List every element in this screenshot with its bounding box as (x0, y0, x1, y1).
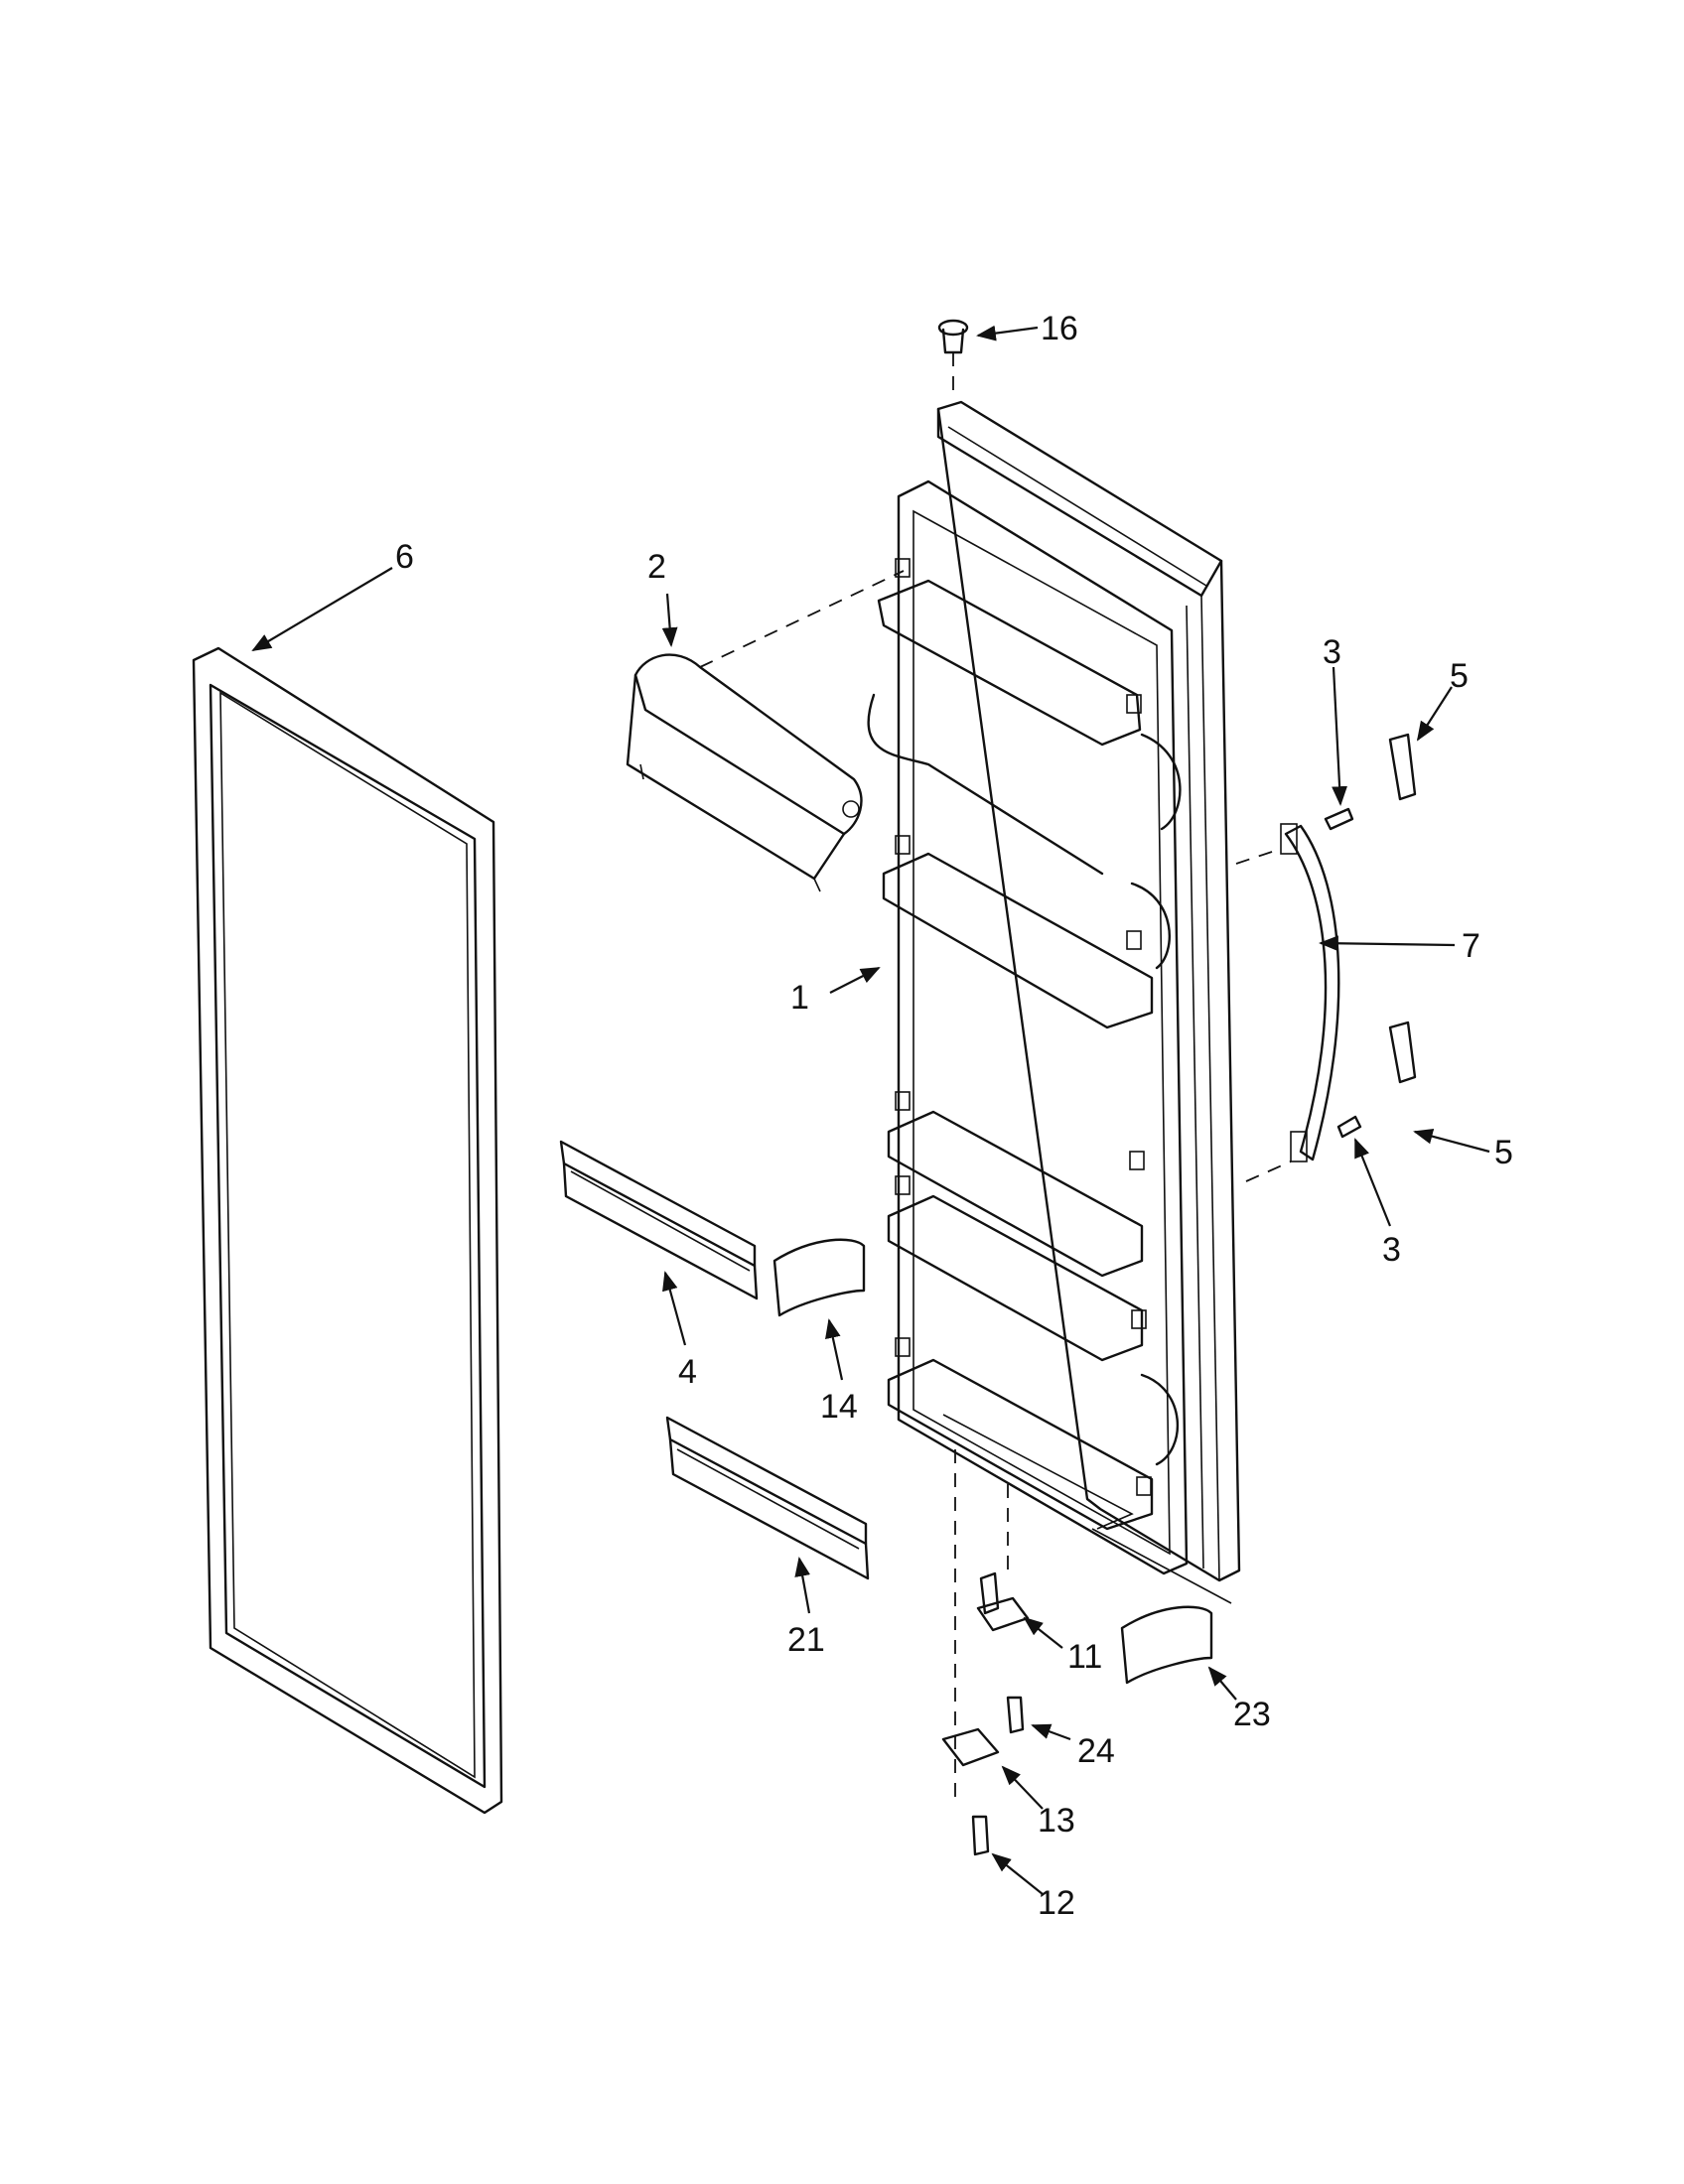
callout-4: 4 (678, 1353, 697, 1391)
callout-5-lower: 5 (1494, 1134, 1513, 1171)
door-gasket (192, 646, 503, 1815)
handle-screw-lower (1336, 1115, 1362, 1139)
door-handle (1280, 823, 1340, 1162)
callout-12: 12 (1038, 1884, 1075, 1922)
callout-16: 16 (1041, 310, 1078, 347)
callout-21: 21 (787, 1621, 825, 1659)
bin-end-cap (772, 1238, 866, 1317)
callout-13: 13 (1038, 1802, 1075, 1840)
bottom-hinge (976, 1571, 1030, 1632)
screw-cap-upper (1388, 733, 1417, 801)
shelf-rail-upper (559, 1140, 759, 1300)
hinge-screw (1006, 1696, 1025, 1734)
callout-3-lower: 3 (1382, 1231, 1401, 1269)
screw-cap-lower (1388, 1021, 1417, 1084)
callout-11: 11 (1067, 1638, 1102, 1676)
bracket-screw (971, 1815, 990, 1856)
callout-3-upper: 3 (1323, 633, 1341, 671)
callout-7: 7 (1462, 927, 1480, 965)
bottom-end-cap (1120, 1605, 1213, 1685)
callout-6: 6 (395, 538, 414, 576)
top-plug (937, 319, 969, 354)
callout-24: 24 (1077, 1732, 1115, 1770)
dairy-door (626, 653, 863, 892)
door-assembly (867, 400, 1241, 1604)
callout-23: 23 (1233, 1696, 1271, 1733)
hinge-bracket (941, 1727, 1000, 1767)
shelf-rail-lower (665, 1416, 870, 1580)
callout-5-upper: 5 (1450, 657, 1469, 695)
callout-14: 14 (820, 1388, 858, 1426)
callout-2: 2 (647, 548, 666, 586)
callout-1: 1 (790, 979, 809, 1017)
handle-screw-upper (1324, 807, 1354, 831)
